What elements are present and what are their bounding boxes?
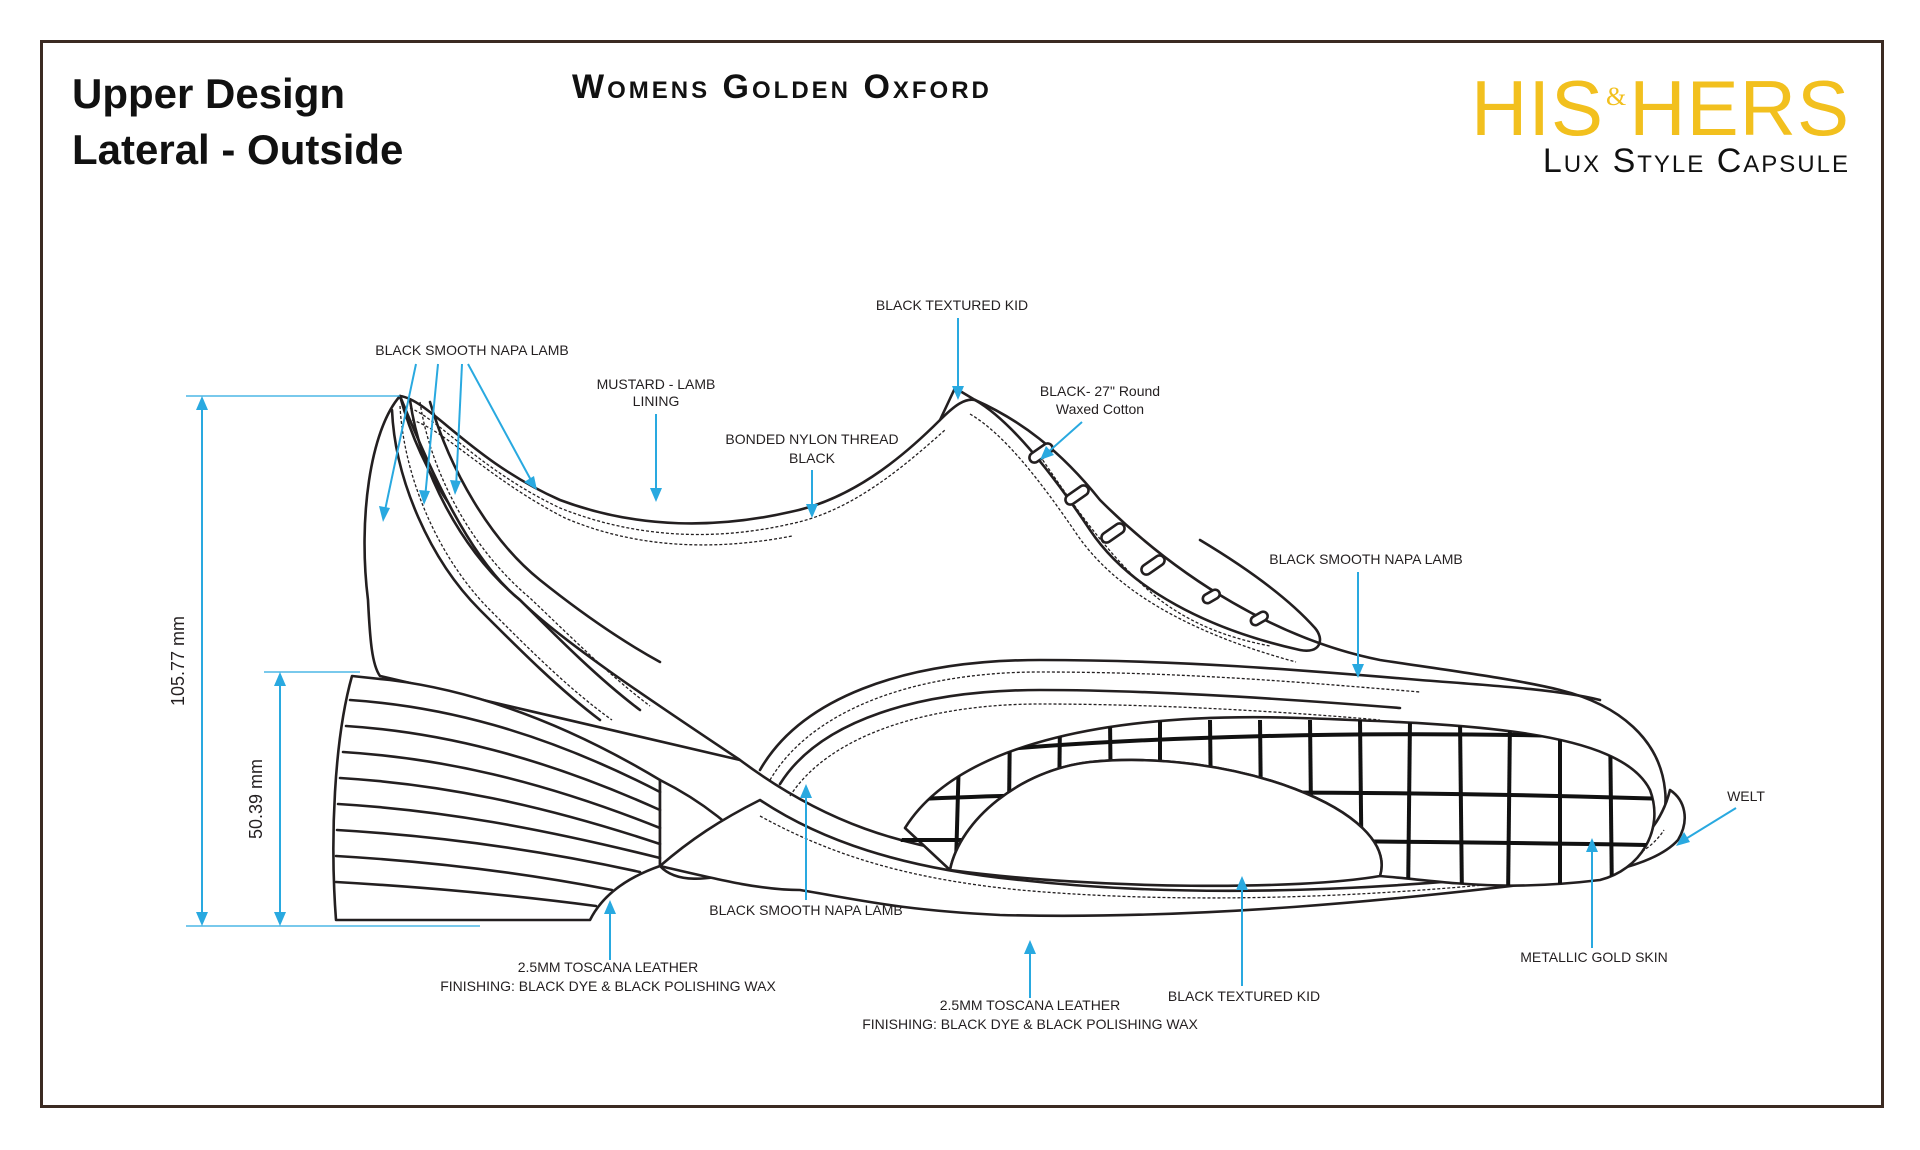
vamp-line-2: [778, 688, 1402, 786]
callout-label: METALLIC GOLD SKIN: [1520, 949, 1668, 965]
callout-thread: BONDED NYLON THREAD BLACK: [725, 431, 899, 518]
heel-stack-lines: [334, 698, 662, 908]
sole: [658, 788, 1686, 918]
callout-label: BLACK SMOOTH NAPA LAMB: [709, 902, 902, 918]
product-name: Womens Golden Oxford: [572, 68, 992, 106]
callout-napa-lamb-vamp: BLACK SMOOTH NAPA LAMB: [1269, 551, 1463, 678]
callout-heel-leather: 2.5MM TOSCANA LEATHER FINISHING: BLACK D…: [440, 900, 776, 994]
callout-label: BLACK SMOOTH NAPA LAMB: [1269, 551, 1462, 567]
callout-label: BLACK- 27" Round: [1040, 383, 1160, 399]
page-title: Upper Design Lateral - Outside: [72, 66, 403, 178]
counter-line-1: [390, 408, 602, 722]
callout-label: BLACK TEXTURED KID: [1168, 988, 1320, 1004]
callout-label: 2.5MM TOSCANA LEATHER: [518, 959, 699, 975]
callout-napa-lamb-quarter: BLACK SMOOTH NAPA LAMB: [375, 342, 569, 522]
callout-label: LINING: [633, 393, 680, 409]
counter-line-2: [408, 398, 642, 712]
dimension-total-height: 105.77 mm: [168, 395, 480, 927]
counter-stitch-1: [399, 405, 613, 721]
title-line-2: Lateral - Outside: [72, 126, 404, 173]
callout-label: BLACK: [789, 450, 836, 466]
brand-wordmark: HIS&HERS: [1330, 56, 1850, 149]
brand-his: HIS: [1471, 64, 1605, 152]
border-frame: [40, 40, 1884, 1108]
shoe-outline: [332, 386, 1686, 922]
callout-gold-skin: METALLIC GOLD SKIN: [1520, 838, 1668, 965]
callout-label: Waxed Cotton: [1056, 401, 1144, 417]
callout-label: MUSTARD - LAMB: [597, 376, 716, 392]
brand-logo: HIS&HERS Lux Style Capsule: [1330, 56, 1850, 179]
total-height-label: 105.77 mm: [168, 616, 188, 706]
callout-lining: MUSTARD - LAMB LINING: [597, 376, 716, 502]
callout-label: WELT: [1727, 788, 1765, 804]
callout-napa-lamb-bottom: BLACK SMOOTH NAPA LAMB: [709, 784, 903, 918]
vamp-line-1: [758, 658, 1602, 772]
laces: [1028, 442, 1271, 647]
brand-tagline: Lux Style Capsule: [1542, 142, 1850, 180]
heel-height-label: 50.39 mm: [246, 759, 266, 839]
eyelet-panel: [973, 398, 1322, 652]
callout-welt: WELT: [1676, 788, 1765, 846]
callout-sole-leather: 2.5MM TOSCANA LEATHER FINISHING: BLACK D…: [862, 940, 1198, 1032]
callout-label: FINISHING: BLACK DYE & BLACK POLISHING W…: [862, 1016, 1198, 1032]
callout-textured-kid-bottom: BLACK TEXTURED KID: [1168, 876, 1320, 1004]
counter-stitch-2: [419, 401, 651, 707]
toe-cap: [899, 715, 1656, 888]
dimension-heel-height: 50.39 mm: [246, 671, 360, 926]
callout-textured-kid-top: BLACK TEXTURED KID: [876, 297, 1028, 400]
topline-stitch-2: [411, 419, 793, 546]
eyelet-stitch: [969, 413, 1297, 663]
callout-label: BLACK TEXTURED KID: [876, 297, 1028, 313]
callout-label: FINISHING: BLACK DYE & BLACK POLISHING W…: [440, 978, 776, 994]
callout-label: 2.5MM TOSCANA LEATHER: [940, 997, 1121, 1013]
brand-hers: HERS: [1629, 64, 1850, 152]
callout-label: BONDED NYLON THREAD: [725, 431, 898, 447]
callout-label: BLACK SMOOTH NAPA LAMB: [375, 342, 568, 358]
topline-stitch: [409, 407, 946, 536]
vamp-stitch-2: [789, 703, 1381, 797]
title-line-1: Upper Design: [72, 70, 346, 117]
callout-lace: BLACK- 27" Round Waxed Cotton: [1040, 383, 1160, 460]
brand-amp: &: [1606, 82, 1628, 111]
counter-line-3: [428, 400, 662, 664]
